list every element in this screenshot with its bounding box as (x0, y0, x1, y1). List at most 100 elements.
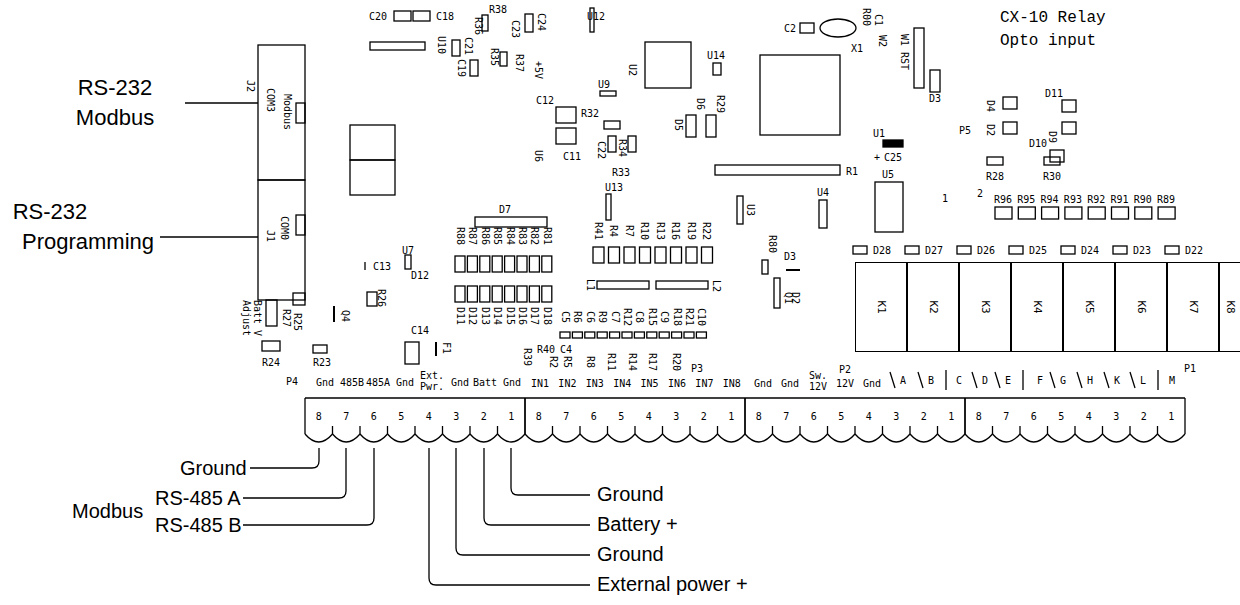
ic-outline (606, 194, 611, 220)
leader-line (456, 448, 590, 555)
resistor-pad (1044, 157, 1060, 165)
silkscreen-label: R00 (861, 8, 872, 26)
silkscreen-label: R14 (627, 353, 638, 371)
terminal-divider (827, 426, 828, 434)
silkscreen-label: R10 (639, 222, 650, 240)
leader-line (484, 448, 590, 525)
contact-symbol (995, 372, 1000, 388)
silkscreen-label: 2 (481, 411, 487, 422)
silkscreen-label: IN4 (613, 378, 631, 389)
silkscreen-label: Ext. Pwr. (418, 370, 446, 392)
silkscreen-label: Q4 (340, 310, 351, 322)
silkscreen-label: R5 (562, 356, 573, 368)
connector-outline (258, 180, 305, 300)
transistor-outline (774, 278, 780, 308)
terminal-divider (662, 426, 663, 434)
terminal-blocks (305, 398, 1185, 442)
silkscreen-label: Sw. 12V (806, 370, 830, 392)
silkscreen-label: R16 (670, 222, 681, 240)
silkscreen-label: 3 (453, 411, 459, 422)
silkscreen-label: P4 (286, 376, 298, 387)
resistor-pad (560, 332, 570, 338)
silkscreen-label: 6 (1031, 411, 1037, 422)
callout-label: Ground (597, 543, 664, 565)
silkscreen-label: C13 (373, 261, 391, 272)
silkscreen-label: R94 (1041, 194, 1059, 205)
capacitor-pad (556, 107, 576, 123)
silkscreen-label: R93 (1064, 194, 1082, 205)
terminal-screw (388, 434, 416, 442)
silkscreen-label: +5V (533, 61, 544, 79)
relay-label: K7 (1187, 300, 1200, 313)
terminal-divider (552, 426, 553, 434)
callout-label: Battery + (597, 513, 678, 535)
contact-symbol (1104, 372, 1109, 388)
silkscreen-label: R6 (572, 311, 583, 323)
silkscreen-label: C20 (369, 11, 387, 22)
silkscreen-label: L1 (585, 279, 596, 291)
ic-outline (819, 200, 827, 228)
inductor-outline (656, 281, 708, 289)
resistor-pad (517, 286, 527, 302)
silkscreen-label: IN8 (723, 378, 741, 389)
silkscreen-label: R95 (1017, 194, 1035, 205)
diode-pad (1113, 246, 1127, 254)
silkscreen-label: R7 (624, 225, 635, 237)
silkscreen-label: D13 (479, 307, 490, 325)
potentiometer (266, 300, 277, 326)
diode-pad (1003, 122, 1017, 134)
silkscreen-label: R21 (684, 308, 695, 326)
leader-line (243, 448, 374, 525)
resistor-pad (1042, 207, 1059, 219)
resistor-pad (987, 157, 1003, 165)
silkscreen-label: C11 (563, 151, 581, 162)
terminal-divider (937, 426, 938, 434)
diode-pad (1062, 100, 1076, 112)
silkscreen-label: 485B (340, 377, 364, 388)
silkscreen-label: R92 (1087, 194, 1105, 205)
silkscreen-label: D11 (1045, 88, 1063, 99)
terminal-edge (965, 397, 1185, 398)
resistor-pad (455, 256, 465, 272)
resistor-pad (585, 332, 595, 338)
transistor-mark (333, 306, 335, 322)
port-label: RS-232 (13, 200, 88, 224)
silkscreen-label: Gnd (781, 378, 799, 389)
silkscreen-label: R87 (467, 227, 478, 245)
silkscreen-label: R34 (617, 139, 628, 157)
silkscreen-label: U3 (745, 204, 756, 216)
terminal-screw (1020, 434, 1048, 442)
ic-outline (875, 182, 903, 232)
silkscreen-label: U14 (707, 50, 725, 61)
terminal-divider (1157, 426, 1158, 434)
diode-row (853, 246, 1179, 254)
terminal-screw (608, 434, 636, 442)
resistor-pad (597, 332, 607, 338)
silkscreen-label: A (900, 375, 906, 386)
terminal-screw (993, 434, 1021, 442)
capacitor-pad (470, 60, 478, 76)
silkscreen-label: 1 (1168, 411, 1174, 422)
silkscreen-label: R86 (479, 227, 490, 245)
board-title: Opto input (1000, 33, 1096, 51)
silkscreen-label: Batt (473, 377, 497, 388)
silkscreen-label: C7 (609, 311, 620, 323)
resistor-pad (492, 256, 502, 272)
connector-outline (258, 45, 305, 180)
terminal-divider (414, 426, 415, 434)
terminal-edge (964, 398, 965, 434)
resistor-pad (593, 247, 604, 263)
ic-outline (645, 42, 691, 88)
silkscreen-label: R15 (646, 308, 657, 326)
capacitor-pad (883, 140, 903, 147)
silkscreen-label: K (1114, 375, 1120, 386)
silkscreen-label: D23 (1133, 245, 1151, 256)
contact-symbol (1077, 372, 1082, 388)
silkscreen-label: D27 (925, 245, 943, 256)
terminal-divider (772, 426, 773, 434)
capacitor-pad (452, 40, 460, 56)
silkscreen-label: C12 (536, 95, 554, 106)
ic-outline (370, 42, 425, 50)
silkscreen-label: D26 (977, 245, 995, 256)
